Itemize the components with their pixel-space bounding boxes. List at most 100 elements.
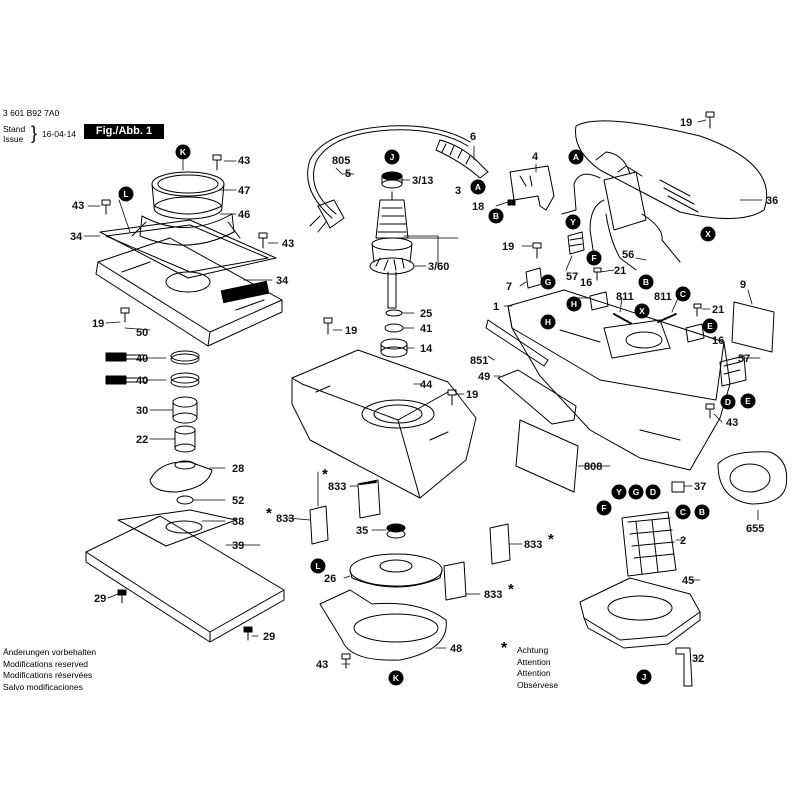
part-label-34b: 34 [276,275,289,287]
callout-badge-letter: B [643,277,649,287]
figure-label: Fig./Abb. 1 [84,124,164,139]
part-label-47: 47 [238,185,250,197]
asterisk-833b: * [266,505,272,522]
callout-badge-b: B [638,274,654,290]
armature-part-3 [369,191,415,309]
callout-badge-letter: A [573,152,579,162]
clip-part-37 [671,481,685,493]
callout-badge-circle [611,484,627,500]
callout-badge-g: G [540,274,556,290]
asterisk-833c: * [548,531,554,548]
part-label-36: 36 [766,195,778,207]
part-label-833c: 833 [524,539,542,551]
part-label-57b: 57 [738,353,750,365]
callout-badge-f: F [586,250,602,266]
part-label-40a: 40 [136,353,148,365]
attention-note-de: Achtung [517,645,549,655]
callout-badge-circle [310,558,326,574]
wires [561,151,681,271]
brush-holder-part-16b [685,323,705,343]
part-label-43a: 43 [238,155,250,167]
callout-badge-circle [586,250,602,266]
callout-badge-letter: B [699,507,705,517]
lower-housing-part-44 [291,349,477,499]
callout-badge-j: J [384,149,400,165]
screw-part-18 [507,199,516,206]
callout-badge-a: A [568,149,584,165]
pad-part-833d [443,561,467,601]
callout-badge-letter: E [707,321,713,331]
callout-badge-letter: H [545,317,551,327]
asterisk-833a: * [322,466,328,483]
bearing-part-14 [380,338,408,358]
pad-part-833b [357,479,381,519]
connector-part-57a [567,231,585,255]
callout-badge-j: J [636,669,652,685]
callout-badge-letter: Y [570,217,576,227]
part-label-57a: 57 [566,271,578,283]
pad-part-833a [309,505,329,545]
part-label-16a: 16 [580,277,592,289]
callout-badge-letter: C [680,507,686,517]
callout-badge-letter: D [725,397,731,407]
part-label-811b: 811 [654,291,672,303]
screw-part-29b [243,626,253,641]
part-label-29a: 29 [94,593,106,605]
callout-badge-b: B [694,504,710,520]
clip-part-7 [525,267,543,289]
callout-badge-letter: J [642,672,647,682]
base-part-45 [579,577,701,649]
part-label-32: 32 [692,653,704,665]
screw-part-19b [323,317,333,335]
spring-clip-part-40b [105,375,147,385]
screw-part-19a [120,307,130,323]
callout-badge-letter: K [393,673,400,683]
part-label-9: 9 [740,279,746,291]
callout-badge-circle [540,274,556,290]
part-label-4: 4 [532,151,539,163]
callout-badge-circle [540,314,556,330]
screw-part-29a [117,589,127,604]
sanding-plate-part-39 [85,515,285,643]
part-label-19a: 19 [92,318,104,330]
attention-note-es: Obsérvese [517,679,559,690]
part-label-43d: 43 [316,659,328,671]
part-label-49: 49 [478,371,490,383]
callout-badge-circle [596,500,612,516]
callout-badge-h: H [540,314,556,330]
screw-part-19e [705,111,715,129]
part-label-39: 39 [232,540,244,552]
screw-part-43d [341,653,351,669]
callout-badge-g: G [628,484,644,500]
callout-badge-f: F [596,500,612,516]
part-label-56: 56 [622,249,634,261]
callout-badge-letter: C [680,289,686,299]
callout-badge-letter: J [390,152,395,162]
screw-part-21a [593,267,602,281]
callout-badge-y: Y [611,484,627,500]
part-label-29b: 29 [263,631,275,643]
part-label-35: 35 [356,525,368,537]
attention-note-en: Attention [517,656,551,667]
part-label-1: 1 [493,301,499,313]
callout-badge-letter: H [571,299,577,309]
callout-badge-circle [702,318,718,334]
cable-protector-part-6 [435,139,489,179]
part-label-28: 28 [232,463,244,475]
part-label-833d: 833 [484,589,502,601]
bearing-part-313 [381,171,403,189]
bearing-part-30 [172,396,198,424]
modification-note-es: Salvo modificaciones [3,681,83,692]
callout-badge-circle [568,149,584,165]
callout-badge-circle [175,144,191,160]
part-label-25: 25 [420,308,432,320]
callout-badge-l: L [310,558,326,574]
part-label-41: 41 [420,323,432,335]
callout-badge-circle [720,394,736,410]
bearing-part-35 [386,523,406,539]
callout-badge-circle [470,179,486,195]
callout-badge-letter: G [545,277,552,287]
washer-part-52 [176,495,194,505]
callout-badge-letter: K [180,147,187,157]
